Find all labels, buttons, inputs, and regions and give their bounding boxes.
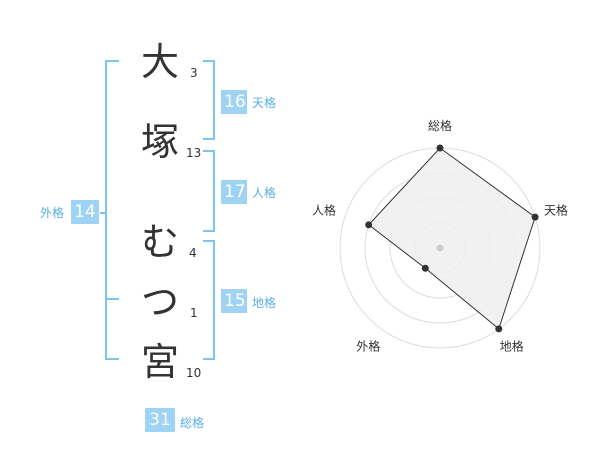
tenkaku-value-badge: 16 bbox=[221, 90, 247, 114]
name-char-5: 宮 bbox=[140, 340, 179, 384]
radar-point-5 bbox=[365, 221, 373, 229]
gaikaku-bracket-tick bbox=[105, 298, 119, 300]
radar-point-3 bbox=[495, 325, 503, 333]
radar-axis-label-4: 外格 bbox=[356, 339, 380, 354]
jinkaku-bracket-bottom bbox=[203, 230, 215, 232]
radar-point-4 bbox=[421, 264, 429, 272]
gaikaku-bracket-spine bbox=[105, 60, 107, 360]
radar-data-polygon bbox=[367, 147, 536, 330]
name-char-3: む bbox=[140, 220, 179, 264]
gaikaku-value-badge: 14 bbox=[71, 200, 99, 224]
radar-axis-label-3: 地格 bbox=[500, 339, 524, 354]
stroke-count-4: 1 bbox=[190, 306, 198, 320]
chikaku-bracket-top bbox=[203, 240, 215, 242]
radar-axis-label-2: 天格 bbox=[544, 202, 568, 217]
radar-axis-label-1: 総格 bbox=[428, 118, 452, 133]
name-char-2: 塚 bbox=[140, 120, 179, 164]
tenkaku-label: 天格 bbox=[252, 96, 277, 110]
radar-point-2 bbox=[531, 213, 539, 221]
name-char-1: 大 bbox=[140, 40, 179, 84]
chikaku-label: 地格 bbox=[252, 296, 277, 310]
name-char-4: つ bbox=[140, 280, 179, 324]
tenkaku-bracket-bottom bbox=[203, 138, 215, 140]
stroke-count-2: 13 bbox=[186, 146, 202, 160]
radar-point-1 bbox=[436, 144, 444, 152]
chikaku-value-badge: 15 bbox=[221, 289, 247, 313]
jinkaku-bracket-top bbox=[203, 150, 215, 152]
stroke-count-3: 4 bbox=[189, 246, 197, 260]
soukaku-label: 総格 bbox=[180, 416, 205, 430]
gaikaku-bracket-connector bbox=[100, 212, 106, 214]
radar-axis-label-5: 人格 bbox=[312, 202, 336, 217]
gaikaku-bracket-bottom bbox=[105, 358, 119, 360]
radar-center-point bbox=[436, 244, 444, 252]
chikaku-bracket-spine bbox=[213, 240, 215, 360]
tenkaku-bracket-spine bbox=[213, 60, 215, 140]
gaikaku-label: 外格 bbox=[40, 206, 65, 220]
tenkaku-bracket-top bbox=[203, 60, 215, 62]
gaikaku-bracket-top bbox=[105, 60, 119, 62]
stroke-count-5: 10 bbox=[186, 366, 202, 380]
soukaku-value-badge: 31 bbox=[145, 408, 175, 432]
jinkaku-bracket-spine bbox=[213, 150, 215, 232]
jinkaku-value-badge: 17 bbox=[221, 180, 247, 204]
stroke-count-1: 3 bbox=[190, 66, 198, 80]
jinkaku-label: 人格 bbox=[252, 186, 277, 200]
chikaku-bracket-bottom bbox=[203, 358, 215, 360]
